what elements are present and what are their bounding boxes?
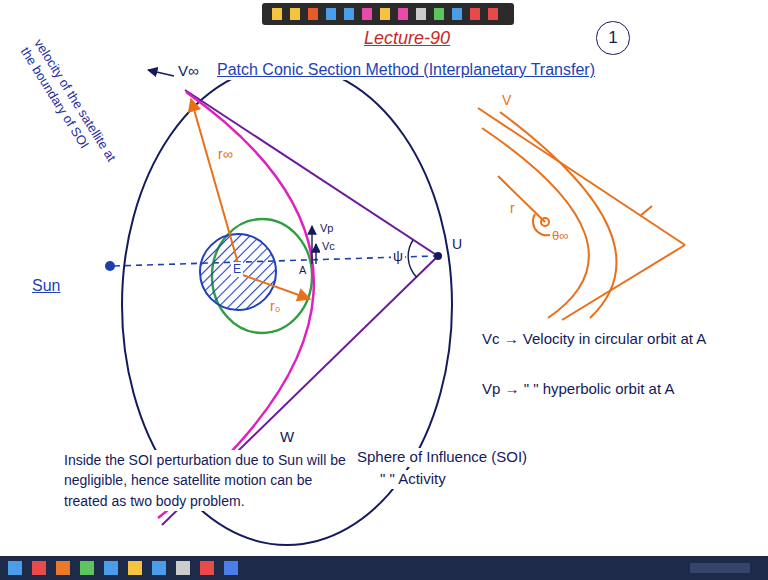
taskbar <box>0 556 768 580</box>
point-label-holder: U <box>450 236 464 254</box>
sun-label-holder: Sun <box>30 276 62 296</box>
slide-title: Patch Conic Section Method (Interplaneta… <box>215 60 597 80</box>
sphere-note: " " Activity <box>378 470 448 489</box>
velocity-symbol: Vp <box>318 222 335 236</box>
angle-arc <box>408 240 416 277</box>
radius-symbol-holder: r∞ <box>216 146 235 164</box>
region-label-holder: W <box>278 428 296 447</box>
definition-note-holder: Vc → Velocity in circular orbit at A <box>480 330 739 349</box>
angle-symbol-holder: ψ <box>391 248 405 266</box>
lecture-number-holder: Lecture-90 <box>362 27 452 50</box>
velocity-symbol-holder: V∞ <box>176 62 201 81</box>
lecture-number: Lecture-90 <box>362 27 452 50</box>
soi-note: Inside the SOI perturbation due to Sun w… <box>62 450 351 511</box>
page-number-circle: 1 <box>596 21 629 54</box>
earth-label: E <box>231 262 243 277</box>
definition-note: Vc → Velocity in circular orbit at A <box>480 330 739 349</box>
velocity-symbol-holder: Vp <box>318 222 335 236</box>
page-number: 1 <box>606 27 619 48</box>
velocity-note-holder: velocity of the satellite at the boundar… <box>15 34 124 182</box>
sun-dot <box>105 261 115 271</box>
angle-symbol: θ∞ <box>550 228 571 244</box>
sphere-note-holder: Sphere of Influence (SOI) <box>355 448 529 467</box>
title-holder: Patch Conic Section Method (Interplaneta… <box>215 60 597 80</box>
point-dot <box>434 252 442 260</box>
sphere-note-holder: " " Activity <box>378 470 448 489</box>
velocity-symbol-holder: Vc <box>320 240 337 254</box>
toolbar <box>262 3 514 25</box>
sun-label: Sun <box>30 276 62 296</box>
sketch-tick <box>640 206 652 216</box>
velocity-note: velocity of the satellite at the boundar… <box>15 34 124 182</box>
radius-symbol-holder: r <box>508 200 517 218</box>
radius-symbol: r <box>508 200 517 218</box>
point-label: U <box>450 236 464 254</box>
velocity-symbol: V <box>500 92 513 110</box>
radius-symbol: r₀ <box>268 298 282 316</box>
velocity-symbol: V∞ <box>176 62 201 81</box>
angle-symbol: ψ <box>391 248 405 266</box>
radius-arrow <box>191 99 240 270</box>
point-label: A <box>297 264 308 278</box>
earth <box>200 234 276 310</box>
velocity-symbol-holder: V <box>500 92 513 110</box>
definition-note: Vp → " " hyperbolic orbit at A <box>480 380 739 399</box>
sphere-note: Sphere of Influence (SOI) <box>355 448 529 467</box>
pointer-arrow <box>148 70 174 76</box>
velocity-symbol: Vc <box>320 240 337 254</box>
velocity-arrow <box>311 226 312 264</box>
radius-symbol-holder: r₀ <box>268 298 282 316</box>
angle-symbol-holder: θ∞ <box>550 228 571 244</box>
soi-note-holder: Inside the SOI perturbation due to Sun w… <box>62 450 351 511</box>
point-label-holder: A <box>297 264 308 278</box>
region-label: W <box>278 428 296 447</box>
definition-note-holder: Vp → " " hyperbolic orbit at A <box>480 380 739 399</box>
earth-label-holder: E <box>231 262 243 277</box>
radius-arrow <box>240 274 310 299</box>
velocity-arrow <box>315 244 316 264</box>
radius-symbol: r∞ <box>216 146 235 164</box>
hyperbola-sketch <box>478 108 685 320</box>
